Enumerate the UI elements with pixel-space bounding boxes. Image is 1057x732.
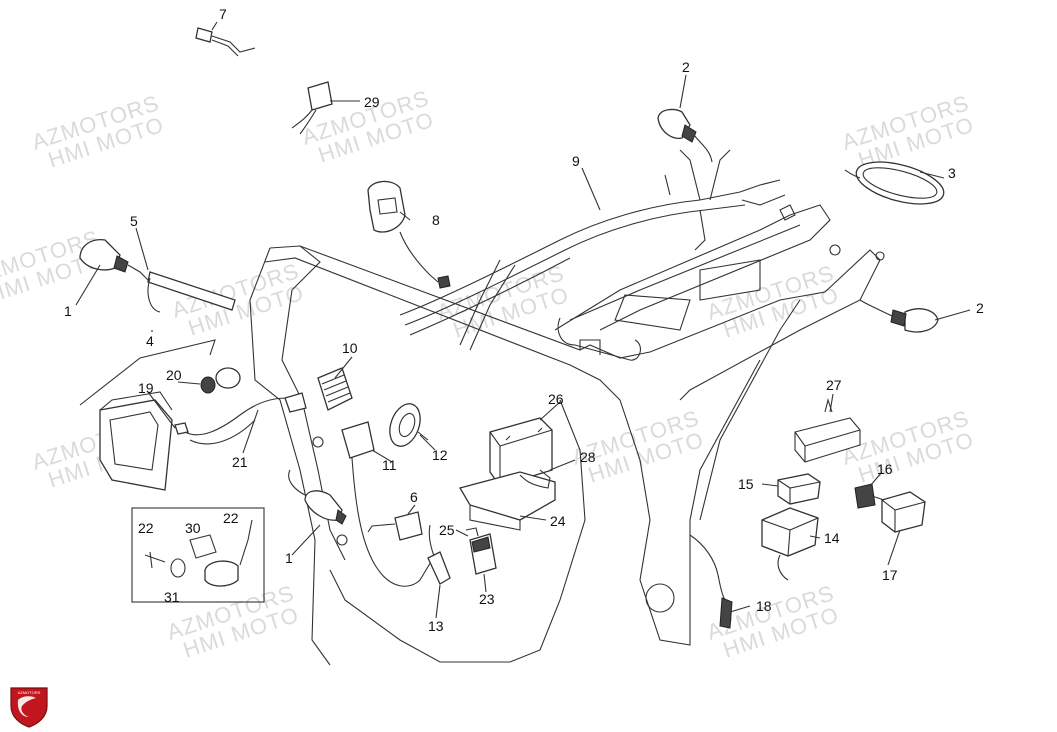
part-label: 20 [166,367,182,383]
part-label: 1 [64,303,72,319]
starter-relay [465,527,497,575]
speed-sensor [689,534,733,629]
part-label: 15 [738,476,754,492]
part-label: 19 [138,380,154,396]
part-label: 27 [826,377,842,393]
part-number-labels: 7 29 2 9 3 8 5 1 2 4 10 20 19 27 26 12 2… [64,6,984,634]
connector-16 [854,483,885,509]
part-label: 5 [130,213,138,229]
azmotors-logo [10,687,48,728]
battery [489,417,553,487]
part-label: 2 [682,59,690,75]
part-label: 2 [976,300,984,316]
part-label: 6 [410,489,418,505]
headlight-assembly [79,339,307,491]
part-label: 3 [948,165,956,181]
part-label: 22 [223,510,239,526]
leader-lines [75,21,971,619]
part-label: 18 [756,598,772,614]
motorcycle-frame [249,204,885,666]
part-label: 11 [382,457,397,473]
part-label: 25 [439,522,455,538]
part-label: 29 [364,94,380,110]
ignition-coil [341,421,433,587]
part-label: 9 [572,153,580,169]
spark-plug-cap [427,524,451,585]
neutral-switch [195,27,256,57]
rear-turn-signal-right [859,299,939,333]
front-turn-signal-right [288,469,347,525]
part-label: 8 [432,212,440,228]
part-label: 12 [432,447,448,463]
part-label: 28 [580,449,596,465]
regulator-rectifier [317,367,353,411]
part-label: 30 [185,520,201,536]
horn [389,403,429,447]
battery-box [459,469,556,531]
part-label: 13 [428,618,444,634]
part-label: 26 [548,391,564,407]
rear-turn-signal-top [657,108,713,163]
front-turn-signal-left [79,239,236,313]
part-label: 31 [164,589,180,605]
ignition-switch-detail [131,507,265,603]
relay-29 [291,81,333,135]
part-label: 14 [824,530,840,546]
main-wiring-harness [399,149,786,351]
part-label: 4 [146,333,154,349]
logo-text: AZMOTORS [17,690,41,695]
part-label: 23 [479,591,495,607]
part-label: 16 [877,461,893,477]
part-label: 22 [138,520,154,536]
part-label: 17 [882,567,898,583]
part-label: 7 [219,6,227,22]
flasher-relay [777,473,821,505]
part-label: 21 [232,454,248,470]
part-label: 10 [342,340,358,356]
handlebar-switch [367,180,451,289]
cdi-unit [761,507,819,581]
fuse-holder [367,511,423,541]
part-label: 1 [285,550,293,566]
part-label: 24 [550,513,566,529]
voltage-regulator-17 [881,491,926,533]
